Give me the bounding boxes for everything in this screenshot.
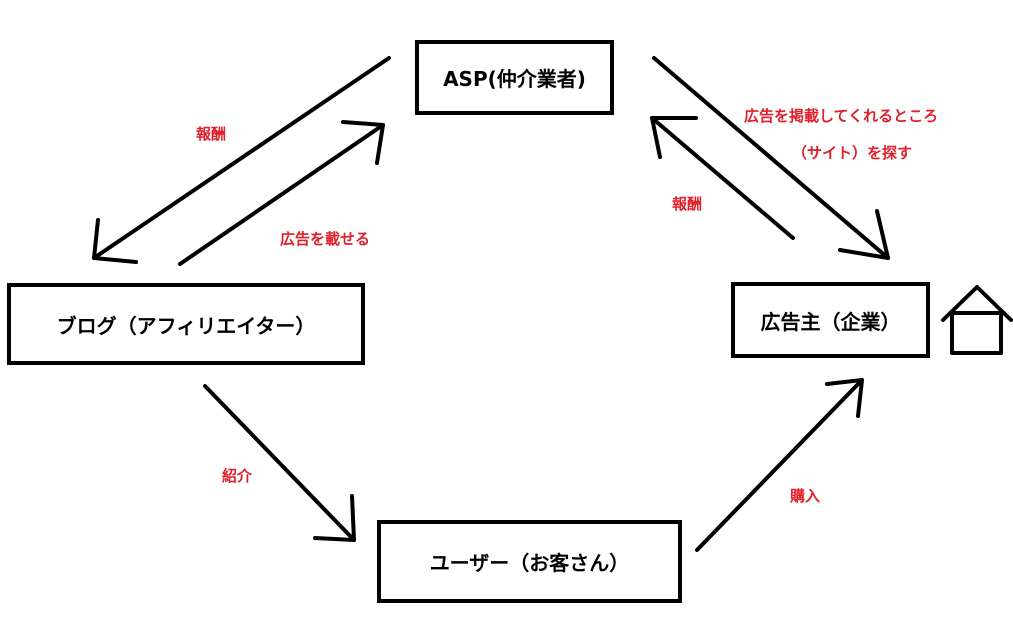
asp-search-label-line2: （サイト）を探す — [792, 144, 913, 162]
arrow-asp-to-advertiser — [652, 56, 890, 260]
asp-node-label: ASP(仲介業者) — [443, 67, 586, 91]
blog-node: ブログ（アフィリエイター） — [7, 283, 365, 365]
introduce-label: 紹介 — [222, 467, 253, 485]
advertiser-reward-label: 報酬 — [672, 195, 703, 213]
advertiser-node-label: 広告主（企業） — [760, 309, 901, 334]
purchase-label: 購入 — [790, 487, 821, 505]
house-icon — [941, 285, 1013, 355]
arrow-advertiser-to-asp — [650, 116, 795, 240]
arrow-blog-to-user — [203, 384, 356, 542]
advertiser-node: 広告主（企業） — [731, 282, 930, 358]
arrow-blog-to-asp — [178, 120, 385, 266]
blog-node-label: ブログ（アフィリエイター） — [56, 313, 316, 338]
arrow-asp-to-blog — [92, 56, 391, 264]
blog-reward-label: 報酬 — [196, 125, 227, 143]
user-node-label: ユーザー（お客さん） — [429, 551, 630, 575]
blog-publish-label: 広告を載せる — [280, 230, 371, 248]
user-node: ユーザー（お客さん） — [377, 520, 682, 603]
asp-search-label-line1: 広告を掲載してくれるところ — [744, 107, 939, 125]
asp-node: ASP(仲介業者) — [415, 40, 614, 115]
arrow-user-to-advertiser — [695, 378, 864, 552]
